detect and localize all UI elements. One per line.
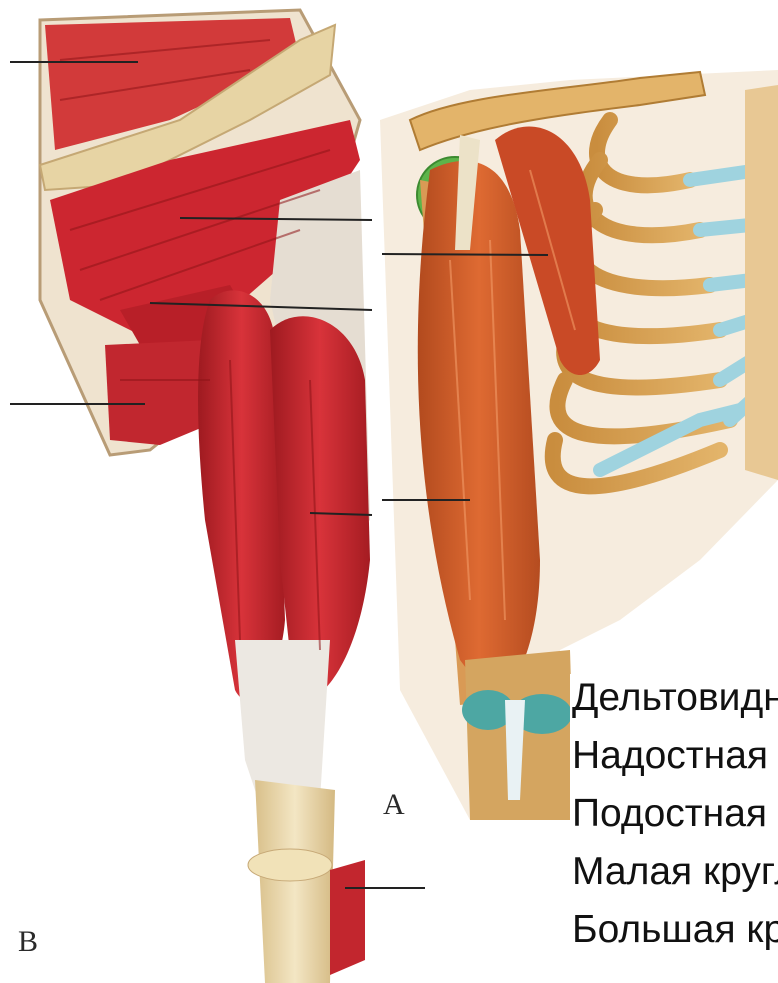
sternum — [745, 85, 778, 480]
legend-item-teres-major: Большая круглая мышца — [572, 910, 778, 949]
anconeus-muscle — [330, 860, 365, 975]
olecranon — [248, 849, 332, 881]
legend-item-supraspinatus: Надостная мышца — [572, 736, 778, 775]
muscle-legend: Дельтовидная мышца Надостная мышца Подос… — [570, 674, 778, 983]
legend-item-deltoid: Дельтовидная мышца — [572, 678, 778, 717]
figure-label-a: A — [383, 788, 405, 822]
legend-item-teres-minor: Малая круглая мышца — [572, 852, 778, 891]
ulna-bone — [255, 780, 335, 983]
figure-label-b: B — [18, 925, 38, 959]
legend-item-infraspinatus: Подостная мышца — [572, 794, 778, 833]
figure-b-posterior-view — [10, 10, 425, 983]
